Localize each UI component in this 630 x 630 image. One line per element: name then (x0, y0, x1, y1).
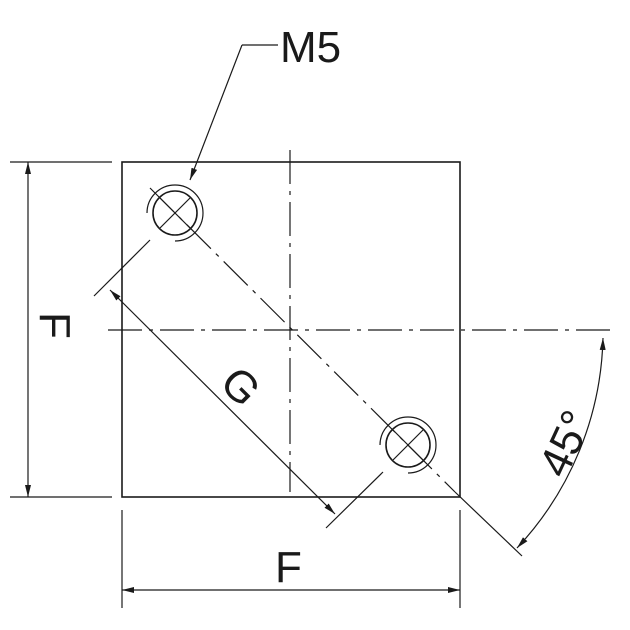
g-dimension (93, 239, 384, 529)
hole-top-left (146, 184, 204, 242)
height-label: F (30, 312, 79, 339)
f-width-dimension (121, 510, 461, 608)
f-height-dimension (10, 161, 112, 498)
diagonal-label: G (211, 357, 270, 416)
m5-leader (189, 44, 278, 181)
hole-bottom-right (379, 416, 437, 474)
thread-label: M5 (280, 23, 341, 72)
angle-arc (516, 337, 606, 549)
angle-extension-line (454, 491, 523, 557)
width-label: F (275, 543, 302, 592)
